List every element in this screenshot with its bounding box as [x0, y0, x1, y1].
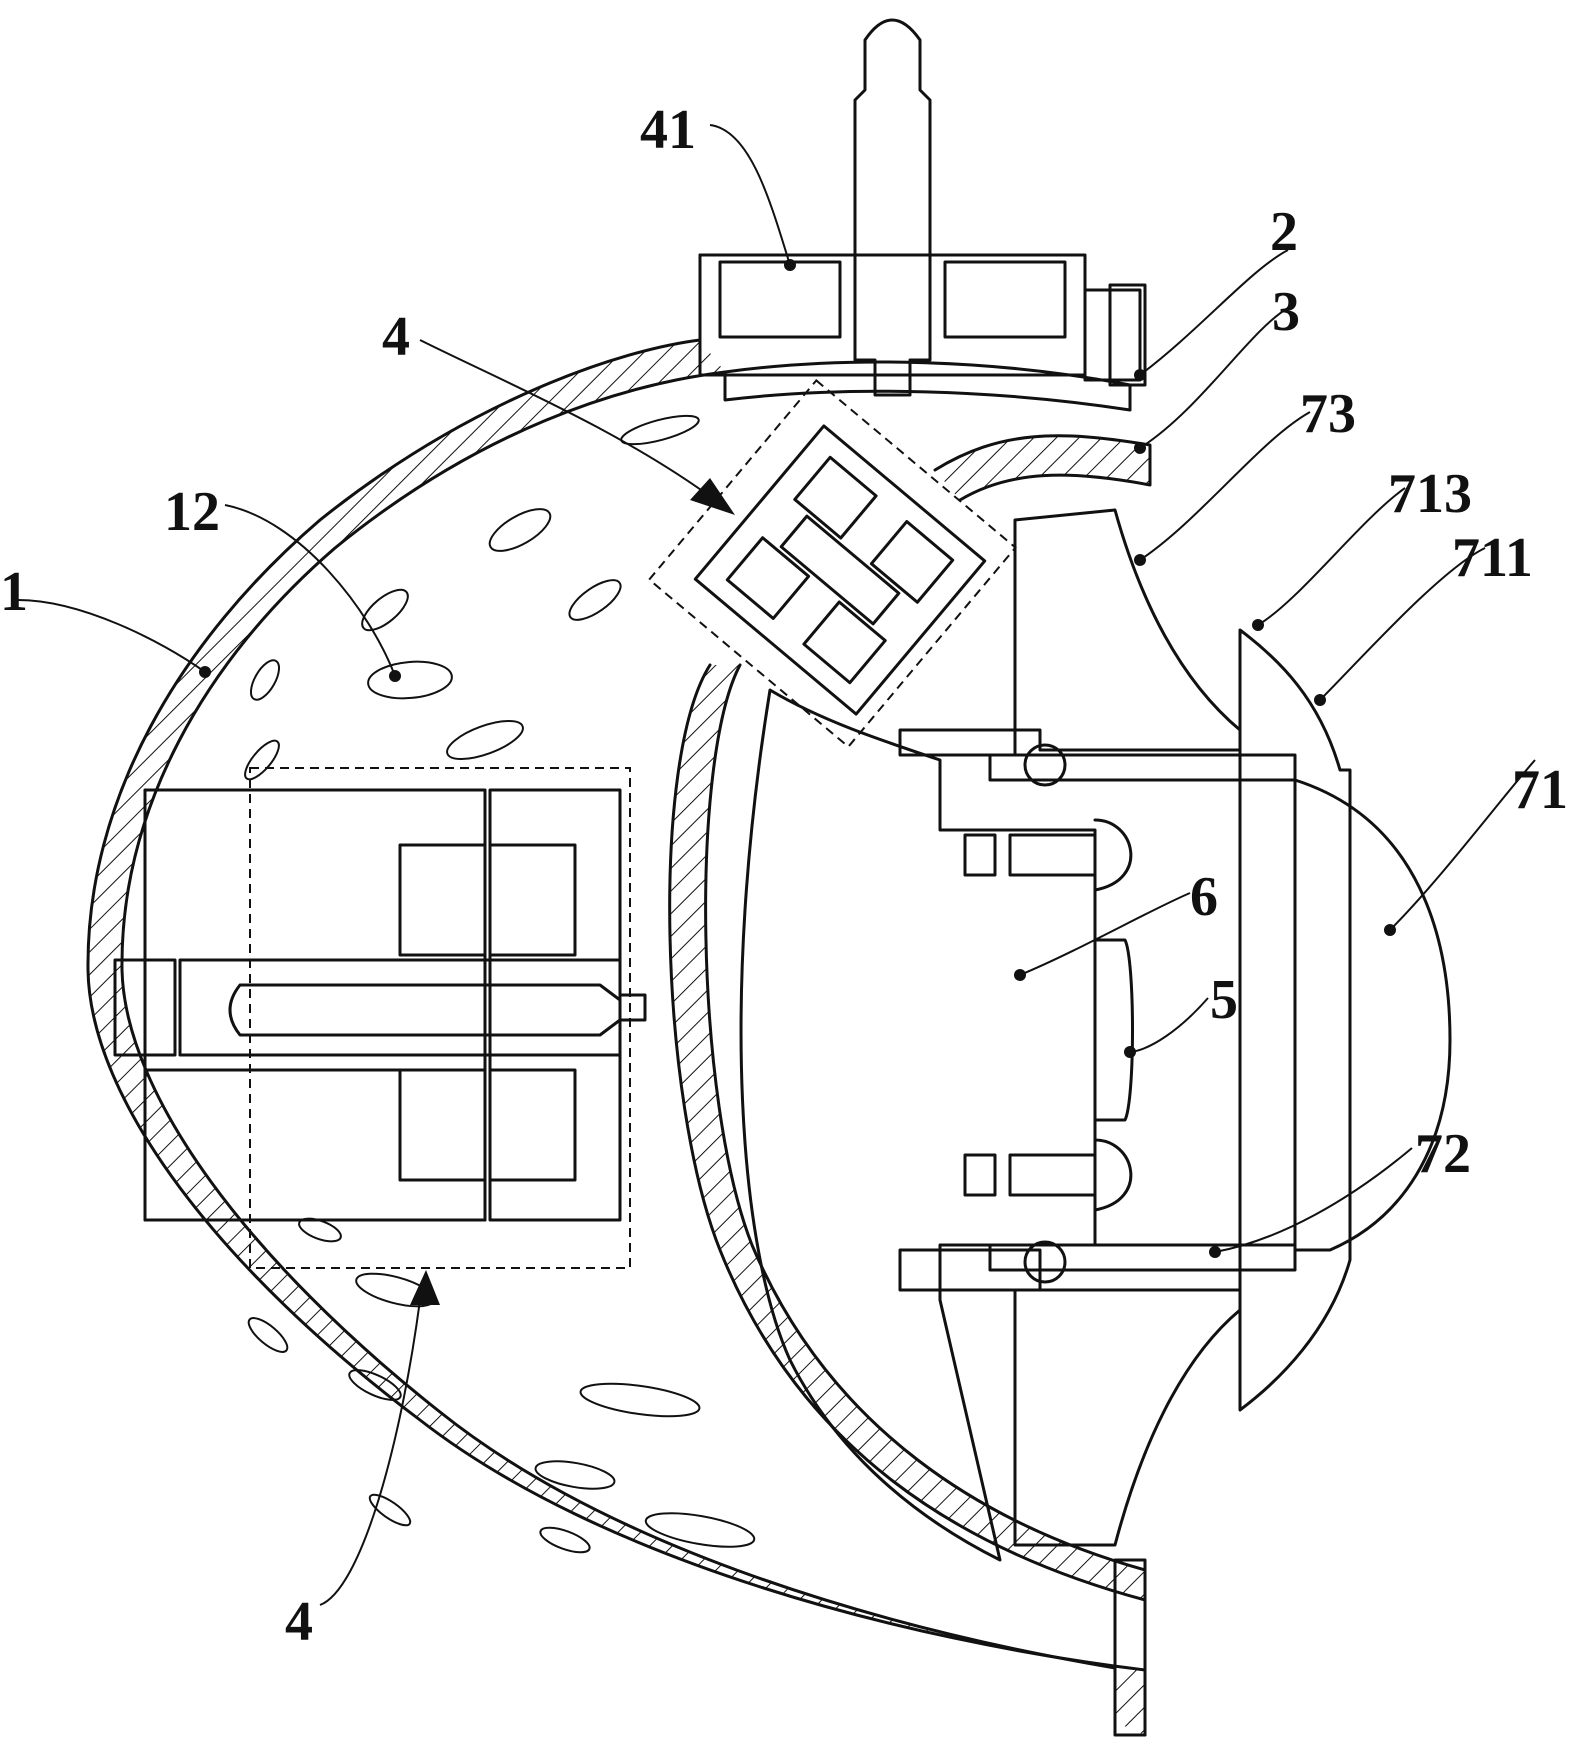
label-3: 3 [1272, 281, 1300, 343]
label-72: 72 [1415, 1123, 1471, 1185]
screws [963, 818, 1133, 1212]
label-1: 1 [0, 561, 28, 623]
top-connector [698, 253, 1147, 387]
top-bearing-dashed-box [647, 379, 1017, 749]
label-711: 711 [1452, 527, 1533, 589]
label-713: 713 [1388, 463, 1472, 525]
bottom-bearing-assembly [113, 788, 647, 1222]
label-2: 2 [1270, 201, 1298, 263]
label-4-top: 4 [382, 306, 410, 368]
label-41: 41 [640, 99, 696, 161]
inner-shell [668, 360, 1152, 1602]
leader-lines [17, 124, 1536, 1606]
bottom-bearing-dashed-box [249, 767, 631, 1269]
sleeve-72 [988, 743, 1297, 1284]
rotor-body [739, 688, 1097, 1562]
perforation-holes [244, 414, 756, 1554]
pad-5 [1093, 938, 1134, 1122]
top-bearing-assembly [693, 424, 987, 716]
label-12: 12 [164, 481, 220, 543]
reference-labels: 41 2 3 4 73 713 12 711 1 71 6 5 72 4 [0, 99, 1568, 1653]
right-block-73 [898, 508, 1242, 1547]
right-cap-71 [1238, 628, 1452, 1412]
terminal-pin [853, 18, 932, 397]
label-71: 71 [1512, 759, 1568, 821]
label-6: 6 [1190, 866, 1218, 928]
outer-housing [86, 253, 1147, 1737]
label-73: 73 [1300, 383, 1356, 445]
label-5: 5 [1210, 969, 1238, 1031]
label-4-bottom: 4 [285, 1591, 313, 1653]
